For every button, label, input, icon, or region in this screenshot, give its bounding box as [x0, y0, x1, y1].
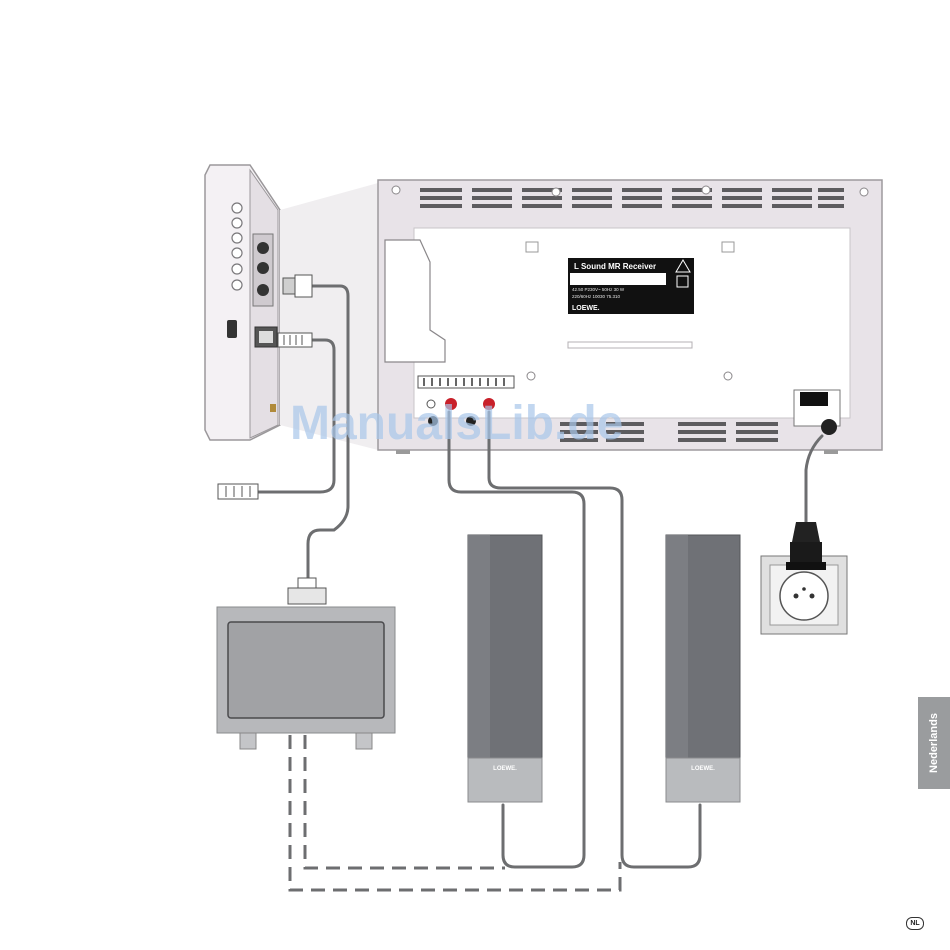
- tv-device: [217, 607, 395, 749]
- type-label-title: L Sound MR Receiver: [574, 262, 656, 271]
- speaker-left-brand: LOEWE.: [493, 766, 517, 772]
- side-device: [205, 165, 280, 440]
- language-code-badge: NL: [906, 917, 924, 930]
- language-label: Nederlands: [928, 713, 940, 773]
- speaker-right: LOEWE.: [666, 535, 740, 802]
- speaker-right-brand: LOEWE.: [691, 766, 715, 772]
- watermark: ManualsLib.de: [290, 396, 623, 451]
- network-plug-top: [278, 333, 312, 347]
- type-label-brand: LOEWE.: [572, 305, 600, 312]
- speaker-left: LOEWE.: [468, 535, 542, 802]
- type-label-line2: 220/60Hz 10030 75.310: [572, 294, 621, 299]
- network-plug-loose: [218, 484, 258, 499]
- scart-plug-tv: [288, 578, 326, 604]
- type-label: L Sound MR Receiver 42.50 P230V~ 50Hz 30…: [568, 258, 694, 314]
- language-tab: Nederlands: [918, 697, 950, 789]
- type-label-line1: 42.50 P230V~ 50Hz 30 W: [572, 287, 625, 292]
- scart-plug-top: [283, 275, 312, 297]
